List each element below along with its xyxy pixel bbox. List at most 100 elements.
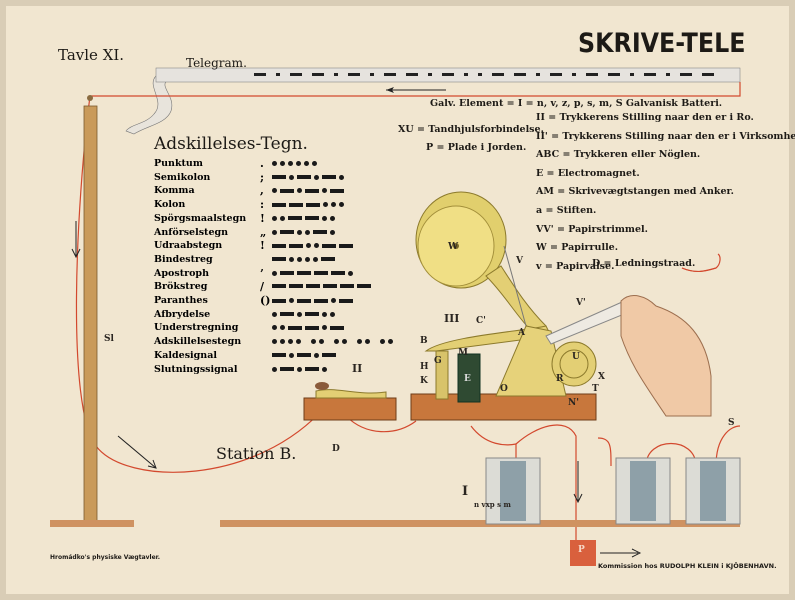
separator-morse bbox=[272, 284, 371, 289]
morse-dash bbox=[322, 175, 336, 180]
morse-dash bbox=[297, 353, 311, 358]
poster: Tavle XI. SKRIVE-TELE Telegram. Adskille… bbox=[6, 6, 795, 594]
morse-dash bbox=[306, 284, 320, 289]
label-c-prime: C' bbox=[476, 316, 486, 326]
label-x: X bbox=[598, 372, 605, 382]
telegram-label: Telegram. bbox=[186, 56, 247, 70]
morse-dash bbox=[313, 230, 327, 234]
morse-dash bbox=[321, 257, 335, 262]
label-ii: II bbox=[352, 362, 363, 375]
morse-dash bbox=[330, 188, 344, 193]
label-battery-cells: n vxp s m bbox=[474, 500, 511, 509]
morse-dot bbox=[304, 161, 309, 166]
morse-dot bbox=[289, 352, 294, 358]
morse-dot bbox=[330, 215, 335, 221]
legend-item: ABC = Trykkeren eller Nöglen. bbox=[536, 149, 701, 161]
morse-dot bbox=[272, 339, 277, 345]
morse-dash bbox=[280, 230, 294, 234]
diagram-artwork bbox=[50, 67, 741, 566]
morse-dot bbox=[330, 311, 335, 317]
morse-dot bbox=[272, 311, 277, 317]
tape-mark bbox=[630, 73, 634, 76]
separator-morse bbox=[272, 188, 344, 194]
morse-dash bbox=[288, 325, 302, 330]
ground-plate bbox=[570, 540, 596, 566]
morse-dash bbox=[272, 175, 286, 180]
morse-dash bbox=[280, 312, 294, 317]
separator-morse bbox=[272, 311, 335, 317]
separator-symbol: ! bbox=[260, 211, 265, 225]
morse-dash bbox=[288, 216, 302, 221]
tape-mark bbox=[334, 73, 338, 76]
separator-morse bbox=[272, 161, 317, 166]
morse-dot bbox=[297, 229, 302, 235]
label-m: M bbox=[458, 348, 468, 358]
morse-dot bbox=[319, 339, 324, 345]
separator-symbol: ; bbox=[260, 170, 265, 184]
tape-mark bbox=[370, 73, 374, 76]
label-b: B bbox=[420, 336, 428, 346]
morse-dot bbox=[297, 188, 302, 194]
morse-dash bbox=[272, 284, 286, 289]
morse-dot bbox=[296, 339, 301, 345]
ground-left bbox=[50, 520, 134, 527]
morse-dash bbox=[322, 243, 336, 248]
legend-xu: XU = Tandhjulsforbindelse. bbox=[398, 124, 544, 135]
morse-dash bbox=[289, 284, 303, 289]
morse-dot bbox=[331, 298, 336, 303]
separator-name: Afbrydelse bbox=[154, 308, 211, 320]
separator-symbol: „ bbox=[260, 225, 267, 239]
label-t: T bbox=[592, 384, 599, 394]
morse-dot bbox=[288, 339, 293, 345]
separator-name: Bindestreg bbox=[154, 253, 213, 265]
paper-roll bbox=[415, 191, 547, 337]
morse-dot bbox=[272, 161, 277, 166]
label-r: R bbox=[556, 374, 564, 384]
label-o: O bbox=[500, 384, 508, 394]
tape-mark bbox=[428, 73, 432, 76]
tape-mark bbox=[608, 73, 620, 76]
morse-dot bbox=[272, 325, 277, 331]
separator-name: Understregning bbox=[154, 322, 239, 334]
separator-name: Adskillelsestegn bbox=[154, 336, 242, 348]
morse-dash bbox=[272, 353, 286, 358]
legend-d: D = Ledningstraad. bbox=[592, 258, 696, 269]
separator-symbol: / bbox=[260, 280, 265, 294]
morse-dot bbox=[314, 352, 319, 358]
separator-morse bbox=[272, 325, 344, 331]
tape-mark bbox=[702, 73, 714, 76]
tape-mark bbox=[680, 73, 692, 76]
morse-dot bbox=[322, 325, 327, 331]
morse-dot bbox=[272, 366, 277, 372]
morse-dash bbox=[280, 367, 294, 371]
morse-dot bbox=[322, 188, 327, 194]
morse-dot bbox=[272, 270, 277, 276]
separator-symbol: () bbox=[260, 294, 271, 307]
legend-item: a = Stiften. bbox=[536, 205, 597, 216]
separator-morse bbox=[272, 243, 353, 249]
morse-dot bbox=[289, 298, 294, 303]
legend-item: II = Trykkerens Stilling naar den er i R… bbox=[536, 112, 754, 123]
morse-dot bbox=[313, 256, 318, 262]
morse-dot bbox=[297, 256, 302, 262]
label-k: K bbox=[420, 376, 428, 386]
morse-dot bbox=[334, 339, 339, 345]
label-v-prime: V' bbox=[576, 298, 586, 308]
separator-morse bbox=[272, 202, 344, 208]
tape-mark bbox=[312, 73, 324, 76]
tape-mark bbox=[536, 73, 540, 76]
morse-dot bbox=[280, 339, 285, 345]
legend-p: P = Plade i Jorden. bbox=[426, 142, 527, 153]
electromagnet bbox=[457, 353, 481, 403]
morse-dot bbox=[288, 161, 293, 166]
label-h: H bbox=[420, 362, 429, 372]
morse-dot bbox=[272, 188, 277, 194]
morse-dash bbox=[331, 271, 345, 276]
morse-dot bbox=[312, 161, 317, 166]
label-g: G bbox=[434, 356, 442, 366]
separator-name: Paranthes bbox=[154, 295, 208, 306]
label-e: E bbox=[464, 374, 471, 384]
morse-dot bbox=[339, 174, 344, 180]
footer-publisher: Hromádko's physiske Vægtavler. bbox=[50, 554, 161, 561]
morse-dot bbox=[280, 215, 285, 221]
